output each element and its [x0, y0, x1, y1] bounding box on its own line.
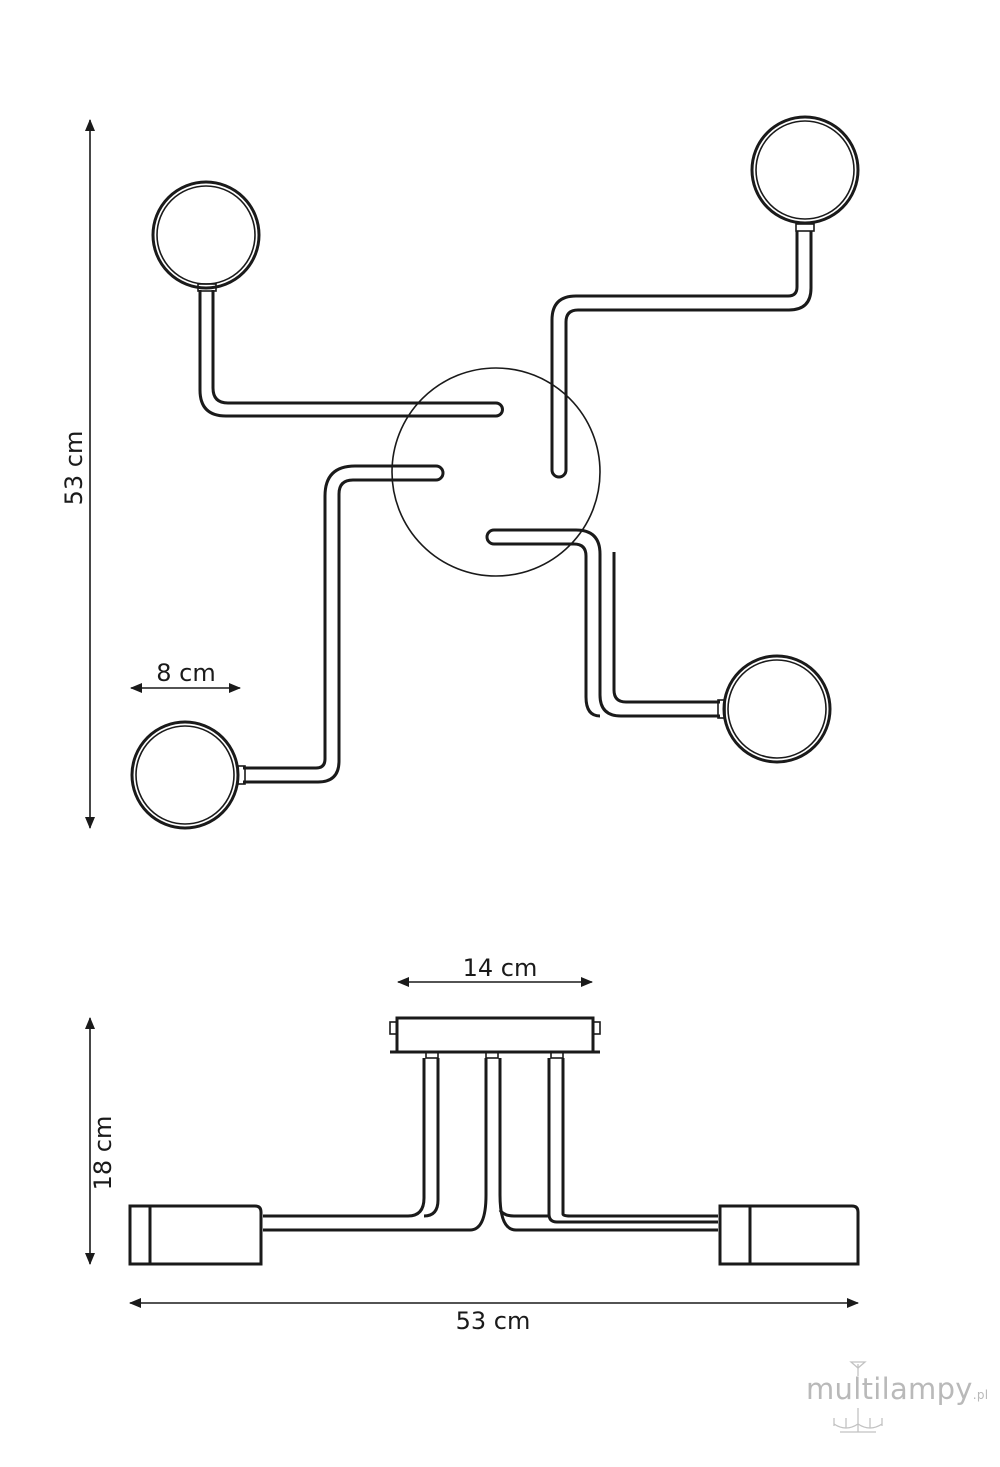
- shade-top-left: [151, 180, 261, 290]
- dim-label-top-height: 53 cm: [60, 431, 88, 506]
- dim-label-canopy: 14 cm: [463, 954, 538, 982]
- shade-bottom-left: [130, 720, 240, 830]
- arm-top-left: [197, 283, 504, 418]
- chandelier-icon: [833, 1361, 883, 1433]
- dim-label-arm: 8 cm: [156, 659, 215, 687]
- brand-name: multilampy: [806, 1372, 973, 1406]
- arm-bottom-left: [237, 464, 445, 785]
- arm-top-right: [550, 223, 815, 479]
- top-view: 53 cm 8 cm: [60, 115, 860, 830]
- side-arms: [263, 1194, 718, 1232]
- side-shade-left: [128, 1204, 263, 1266]
- stems: [422, 1051, 565, 1214]
- canopy-side: [395, 1016, 595, 1054]
- brand-tld: .pl: [972, 1388, 989, 1402]
- dim-label-total-width: 53 cm: [456, 1307, 531, 1335]
- arm-bottom-right: [485, 528, 726, 719]
- dim-label-side-height: 18 cm: [89, 1116, 117, 1191]
- shade-bottom-right: [722, 654, 832, 764]
- side-view: 14 cm 18 cm 53 cm: [85, 954, 860, 1335]
- canopy-top: [391, 367, 601, 577]
- shade-top-right: [750, 115, 860, 225]
- side-shade-right: [718, 1204, 860, 1266]
- brand-logo: multilampy.pl: [806, 1372, 988, 1406]
